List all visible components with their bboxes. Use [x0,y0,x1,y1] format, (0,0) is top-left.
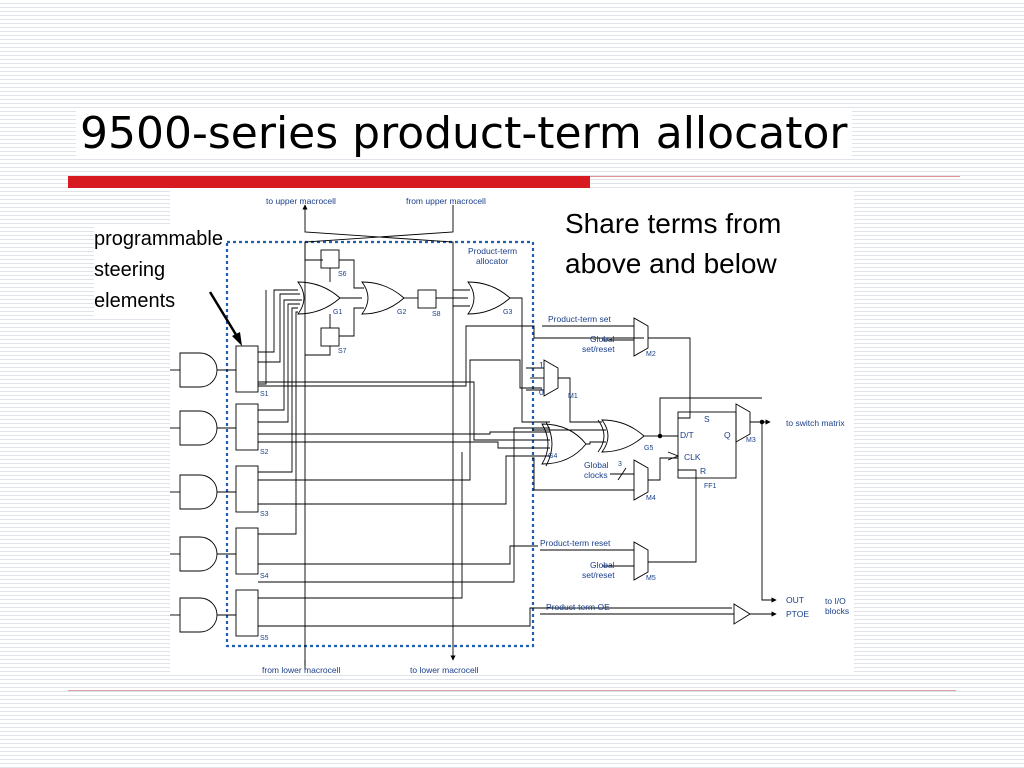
label-s5: S5 [260,635,269,642]
label-allocator-1: Product-term [468,246,517,256]
label-pt-oe: Product-term OE [546,602,610,612]
label-ff-r: R [700,466,706,476]
label-pt-reset: Product-term reset [540,538,611,548]
label-io-2: blocks [825,606,849,616]
label-from-upper-macrocell: from upper macrocell [406,196,486,206]
label-out: OUT [786,595,804,605]
label-g4: G4 [548,453,557,460]
footer-rule [68,690,956,691]
allocator-schematic: to upper macrocell from upper macrocell … [170,196,849,674]
slide-title: 9500-series product-term allocator [76,108,852,159]
label-m2: M2 [646,351,656,358]
title-underline-bar [68,176,590,188]
label-m4: M4 [646,495,656,502]
label-g3: G3 [503,309,512,316]
label-ff-dt: D/T [680,430,694,440]
label-to-lower-macrocell: to lower macrocell [410,665,479,674]
annotation-steering-line-3: elements [94,290,176,312]
label-s3: S3 [260,511,269,518]
label-m1-input-0: 0 [539,387,544,397]
label-global-reset-2: set/reset [582,570,615,580]
label-clock-bus: 3 [618,461,622,468]
label-m1: M1 [568,393,578,400]
label-s7: S7 [338,348,347,355]
label-m1-input-1: 1 [539,360,544,370]
label-m5: M5 [646,575,656,582]
label-s2: S2 [260,449,269,456]
label-global-clocks-1: Global [584,460,609,470]
label-to-switch-matrix: to switch matrix [786,418,845,428]
label-s1: S1 [260,391,269,398]
label-from-lower-macrocell: from lower macrocell [262,665,341,674]
label-s4: S4 [260,573,269,580]
label-s8: S8 [432,311,441,318]
label-io-1: to I/O [825,596,846,606]
and-gates [170,352,236,633]
annotation-steering-line-1: programmable [94,228,223,250]
allocator-boundary [225,240,535,648]
label-ff-s: S [704,414,710,424]
label-global-clocks-2: clocks [584,470,608,480]
steering-elements [235,249,437,637]
mux-m1-shape [543,359,559,397]
annotation-share-terms: Share terms from above and below [565,204,782,284]
annotation-steering: programmable steering elements [94,224,223,317]
label-g2: G2 [397,309,406,316]
or-gates-top [297,259,550,423]
or-gates-bottom [532,419,660,467]
label-global-set-2: set/reset [582,344,615,354]
mux-m5-shape [633,541,649,581]
label-pt-set: Product-term set [548,314,611,324]
label-global-set-1: Global [590,334,615,344]
label-allocator-2: allocator [476,256,508,266]
label-s6: S6 [338,271,347,278]
label-ff-q: Q [724,430,731,440]
label-ff-clk: CLK [684,452,701,462]
annotation-share-line-2: above and below [565,248,777,279]
label-m3: M3 [746,437,756,444]
label-to-upper-macrocell: to upper macrocell [266,196,336,206]
annotation-share-line-1: Share terms from [565,208,782,239]
label-g1: G1 [333,309,342,316]
mux-m4-shape [633,459,649,501]
label-ff1: FF1 [704,483,717,490]
mux-m3-shape [735,403,751,443]
mux-m2-shape [633,317,649,357]
flipflop-box [677,411,737,479]
annotation-steering-line-2: steering [94,259,166,281]
label-g5: G5 [644,445,653,452]
label-ptoe: PTOE [786,609,809,619]
label-global-reset-1: Global [590,560,615,570]
steering-wires [258,289,732,627]
title-underline-line [590,176,960,177]
